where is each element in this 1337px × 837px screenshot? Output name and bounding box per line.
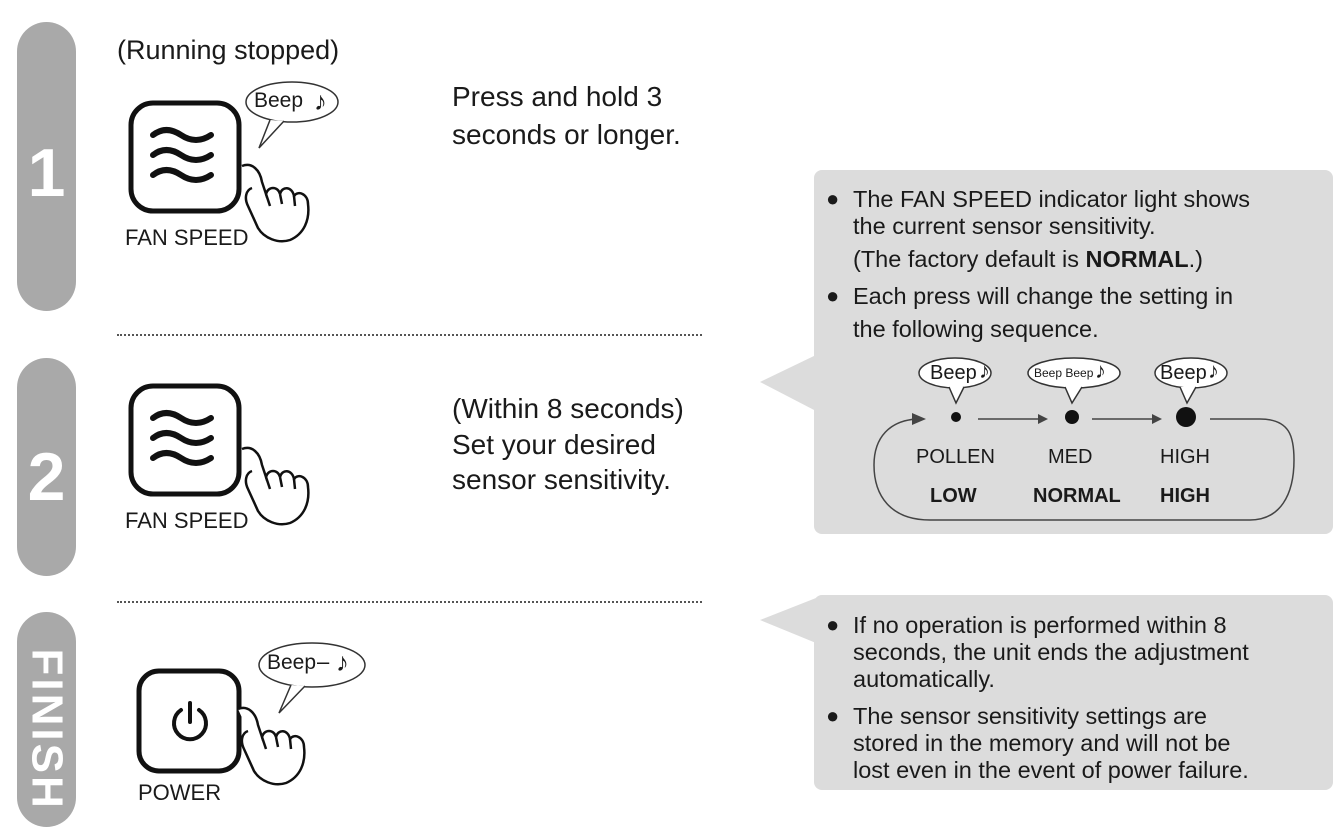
beep-text-finish: Beep xyxy=(267,651,317,674)
note-panel-finish xyxy=(814,595,1333,790)
note-pointer-2 xyxy=(760,598,816,643)
music-note-icon: ♪ xyxy=(1208,358,1219,383)
fan-speed-label-step2: FAN SPEED xyxy=(125,508,249,533)
note2-bullet2-line3: lost even in the event of power failure. xyxy=(853,757,1249,783)
seq-indicator-2: MED xyxy=(1048,446,1093,468)
note1-bullet1-line3: (The factory default is NORMAL.) xyxy=(853,246,1203,273)
note2-bullet1-line1: If no operation is performed within 8 xyxy=(853,612,1227,638)
note2-bullet2-line1: The sensor sensitivity settings are xyxy=(853,703,1207,729)
note2-bullet2-line2: stored in the memory and will not be xyxy=(853,730,1231,756)
music-note-icon: ♪ xyxy=(336,647,349,677)
finish-label: FINISH xyxy=(22,648,72,811)
note1-bullet1-line2: the current sensor sensitivity. xyxy=(853,213,1156,239)
step-1-tab: 1 xyxy=(17,22,76,311)
step1-instruction-line1: Press and hold 3 xyxy=(452,81,663,112)
default-prefix: (The factory default is xyxy=(853,246,1086,272)
divider-1 xyxy=(117,334,702,336)
power-icon xyxy=(172,701,208,742)
note1-bullet1-line1: The FAN SPEED indicator light shows xyxy=(853,186,1251,212)
fan-wave-icon xyxy=(150,127,214,183)
bullet-dot-icon: ● xyxy=(826,283,840,308)
indicator-dot-med xyxy=(1065,410,1079,424)
step-2-tab: 2 xyxy=(17,358,76,576)
power-label: POWER xyxy=(138,780,222,805)
indicator-dot-pollen xyxy=(951,412,961,422)
step2-instruction-line1: (Within 8 seconds) xyxy=(452,393,684,424)
bullet-dot-icon: ● xyxy=(826,186,840,211)
bullet-dot-icon: ● xyxy=(826,703,840,728)
music-note-icon: ♪ xyxy=(979,358,990,383)
indicator-dot-high xyxy=(1176,407,1196,427)
seq-bubble-2: Beep Beep xyxy=(1034,366,1094,380)
beep-dash-finish: – xyxy=(317,649,330,674)
step-1-number: 1 xyxy=(27,135,66,211)
note-panel-sensitivity xyxy=(814,170,1333,534)
music-note-icon: ♪ xyxy=(314,86,327,116)
fan-speed-label-step1: FAN SPEED xyxy=(125,225,249,250)
pressing-hand-icon xyxy=(237,706,306,786)
seq-indicator-3: HIGH xyxy=(1160,446,1210,468)
step-2-number: 2 xyxy=(27,439,66,515)
beep-bubble-step1 xyxy=(245,81,339,149)
finish-tab: FINISH xyxy=(17,612,76,827)
beep-text-step1: Beep xyxy=(254,89,304,112)
sequence-diagram xyxy=(873,357,1295,521)
seq-indicator-1: POLLEN xyxy=(916,446,995,468)
seq-bubble-3: Beep xyxy=(1160,362,1207,384)
seq-sensitivity-3: HIGH xyxy=(1160,485,1210,507)
step1-instruction-line2: seconds or longer. xyxy=(452,119,681,150)
fan-wave-icon xyxy=(150,410,214,466)
note2-bullet1-line3: automatically. xyxy=(853,666,995,692)
step2-instruction-line2: Set your desired xyxy=(452,429,656,460)
running-stopped-label: (Running stopped) xyxy=(117,35,340,65)
divider-2 xyxy=(117,601,702,603)
beep-bubble-finish xyxy=(258,642,366,714)
seq-bubble-1: Beep xyxy=(930,362,977,384)
default-suffix: .) xyxy=(1188,246,1203,272)
seq-sensitivity-2: NORMAL xyxy=(1033,485,1121,507)
pressing-hand-icon xyxy=(241,446,310,526)
note1-bullet2-line1: Each press will change the setting in xyxy=(853,283,1234,309)
note-pointer-1 xyxy=(760,355,816,411)
music-note-icon: ♪ xyxy=(1095,358,1106,383)
default-value: NORMAL xyxy=(1085,246,1189,272)
note1-bullet2-line2: the following sequence. xyxy=(853,316,1099,342)
note2-bullet1-line2: seconds, the unit ends the adjustment xyxy=(853,639,1249,665)
pressing-hand-icon xyxy=(241,163,310,243)
bullet-dot-icon: ● xyxy=(826,612,840,637)
seq-sensitivity-1: LOW xyxy=(930,485,977,507)
step2-instruction-line3: sensor sensitivity. xyxy=(452,464,671,495)
